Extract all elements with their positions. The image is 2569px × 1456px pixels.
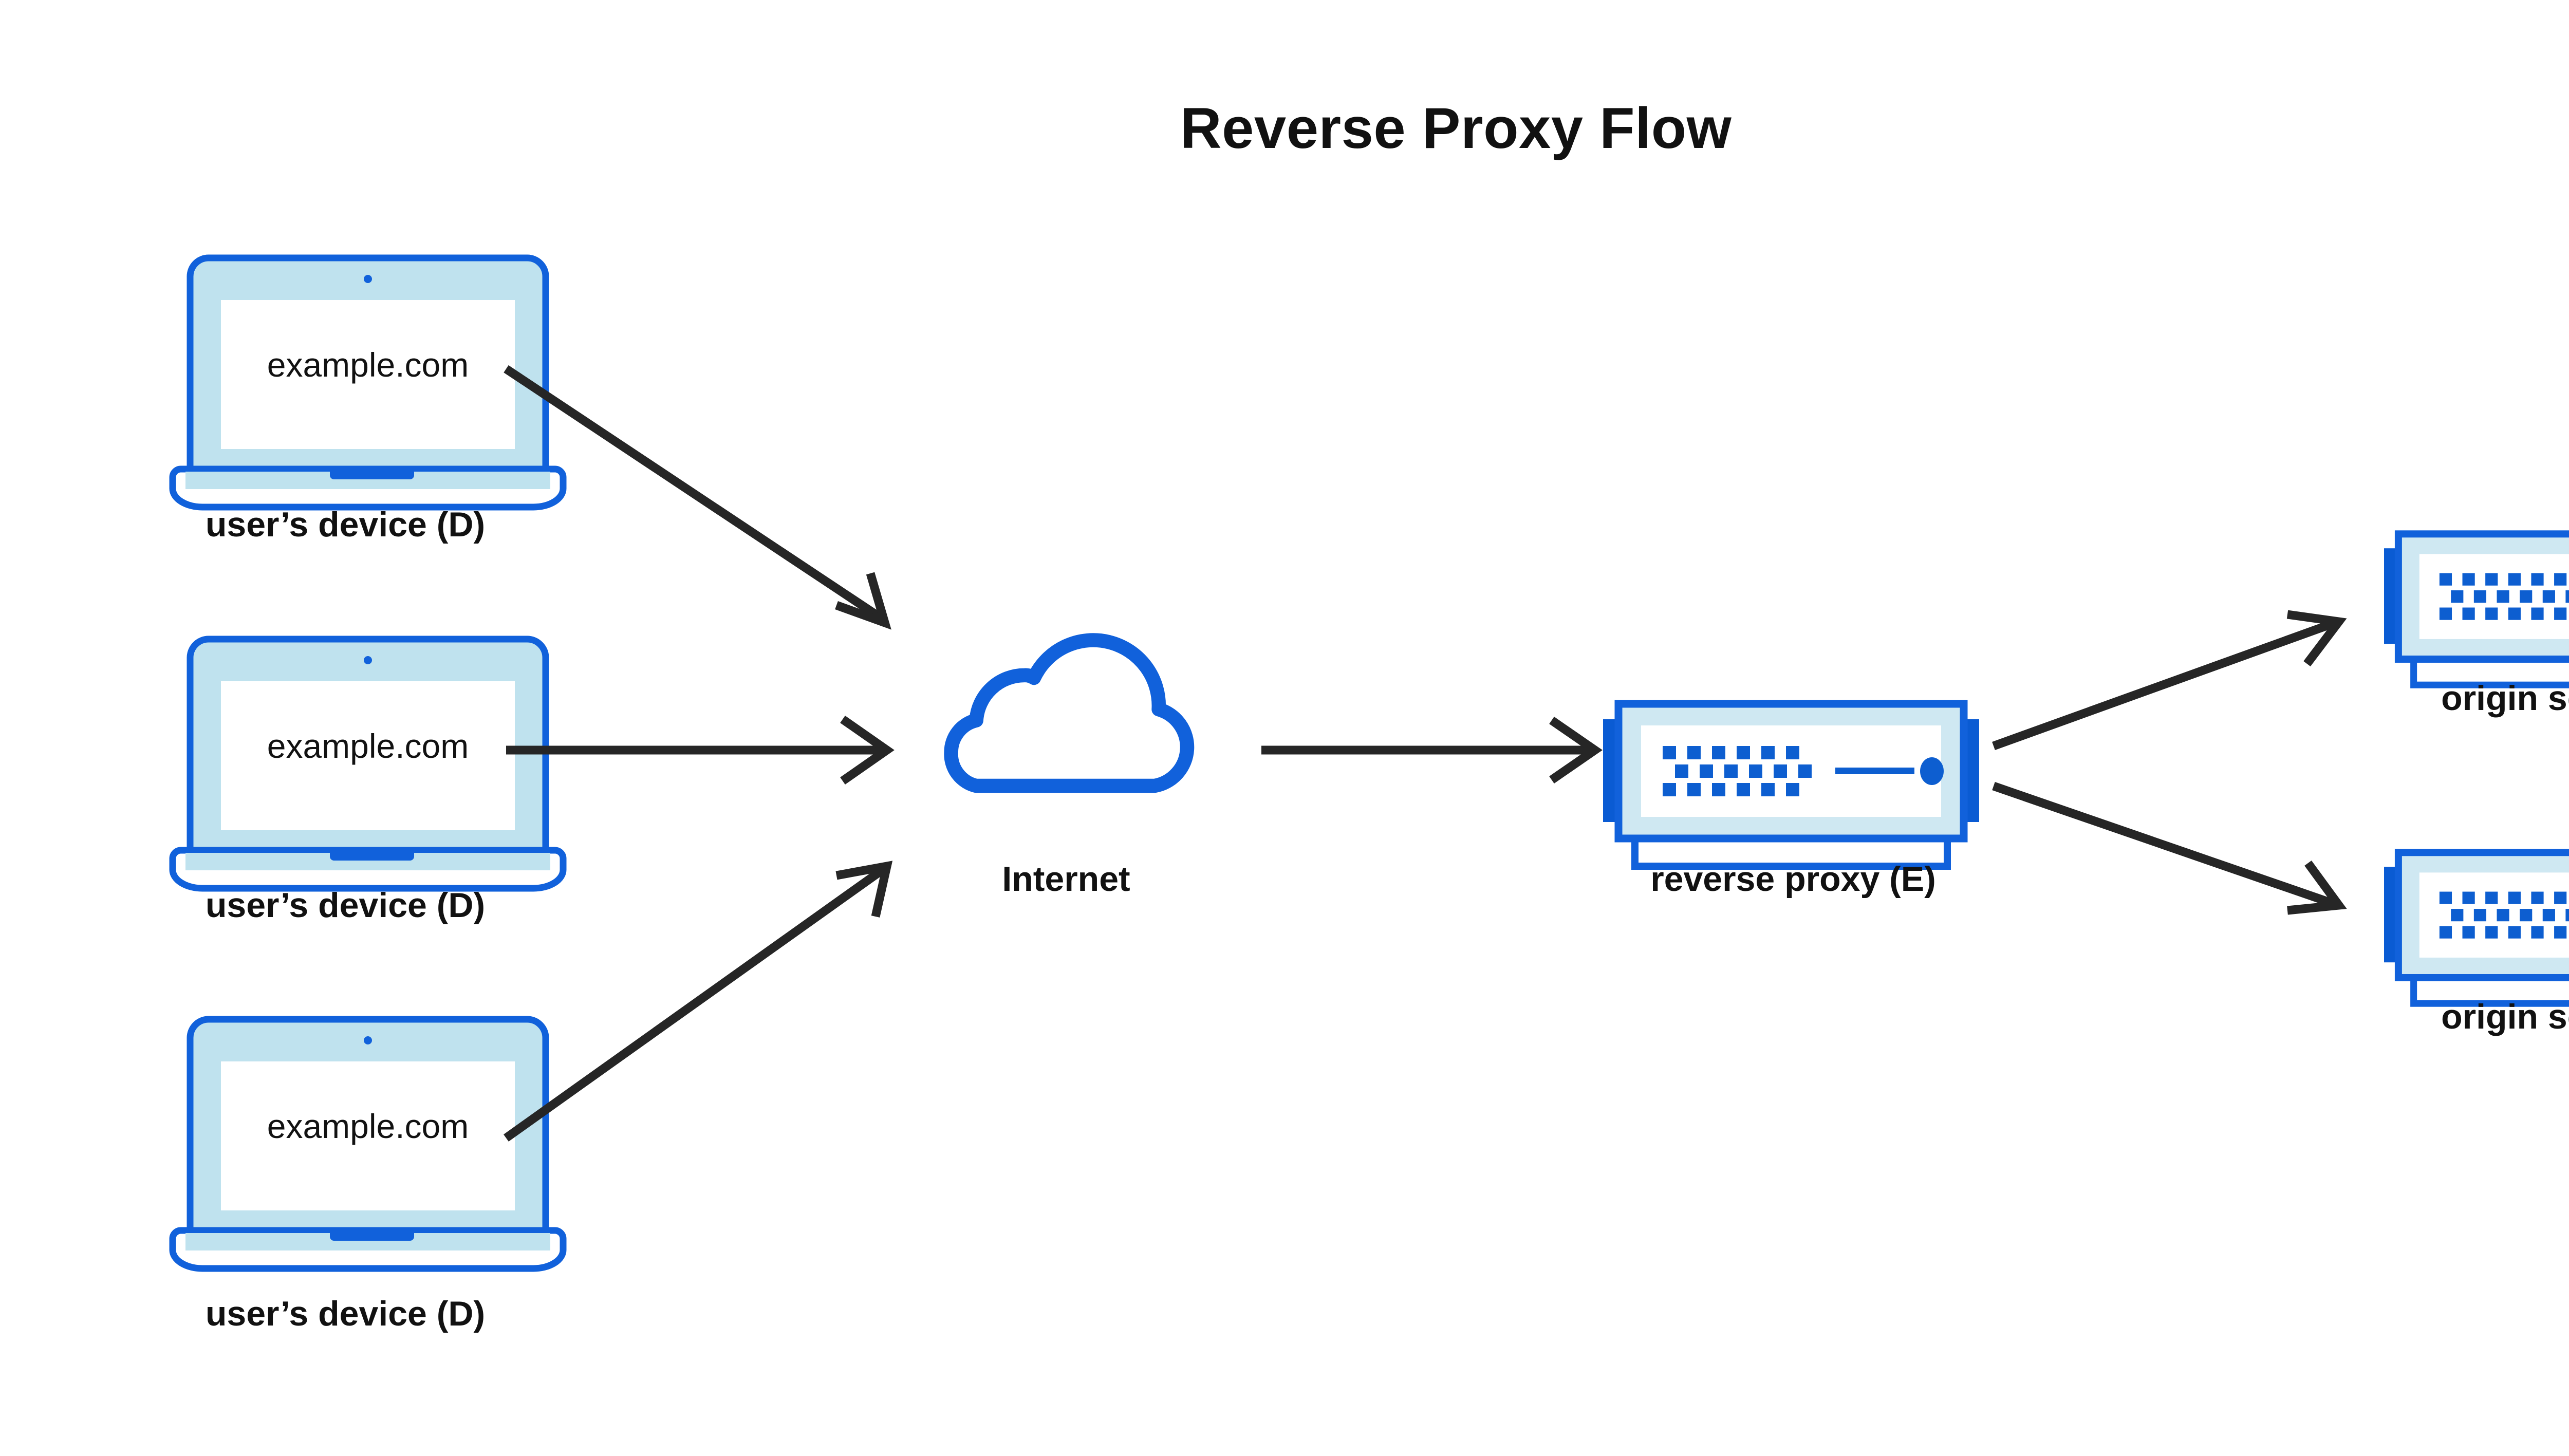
cloud-icon — [951, 640, 1187, 786]
client-label: user’s device (D) — [205, 505, 486, 544]
screen-url-text: example.com — [267, 727, 469, 765]
server-icon — [2384, 852, 2569, 1003]
origin-server-label: origin server (F) — [2441, 997, 2569, 1036]
origin-server-label: origin server (F) — [2441, 679, 2569, 718]
reverse-proxy-label: reverse proxy (E) — [1650, 860, 1936, 899]
screen-url-text: example.com — [267, 1107, 469, 1145]
server-icon — [2384, 534, 2569, 685]
client-label: user’s device (D) — [205, 886, 486, 925]
page-title: Reverse Proxy Flow — [1180, 96, 1732, 160]
internet-label: Internet — [1002, 860, 1130, 899]
server-icon — [1603, 704, 1979, 866]
screen-url-text: example.com — [267, 346, 469, 384]
client-label: user’s device (D) — [205, 1294, 486, 1333]
